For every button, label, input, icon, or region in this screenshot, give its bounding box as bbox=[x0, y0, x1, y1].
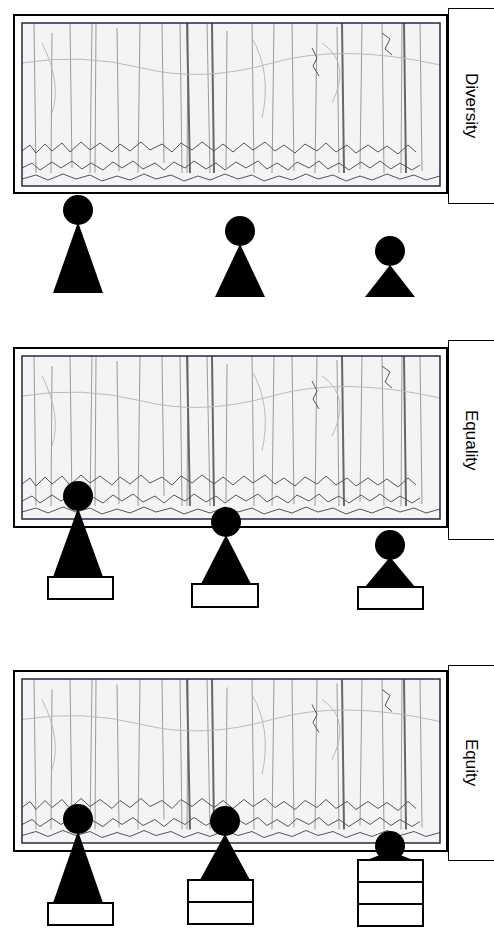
label-box: Equity bbox=[448, 665, 494, 861]
panel-label: Equity bbox=[463, 739, 480, 786]
panel-label: Diversity bbox=[463, 73, 480, 138]
label-box: Diversity bbox=[448, 8, 494, 204]
label-box: Equality bbox=[448, 340, 494, 540]
panel-label: Equality bbox=[463, 410, 480, 470]
